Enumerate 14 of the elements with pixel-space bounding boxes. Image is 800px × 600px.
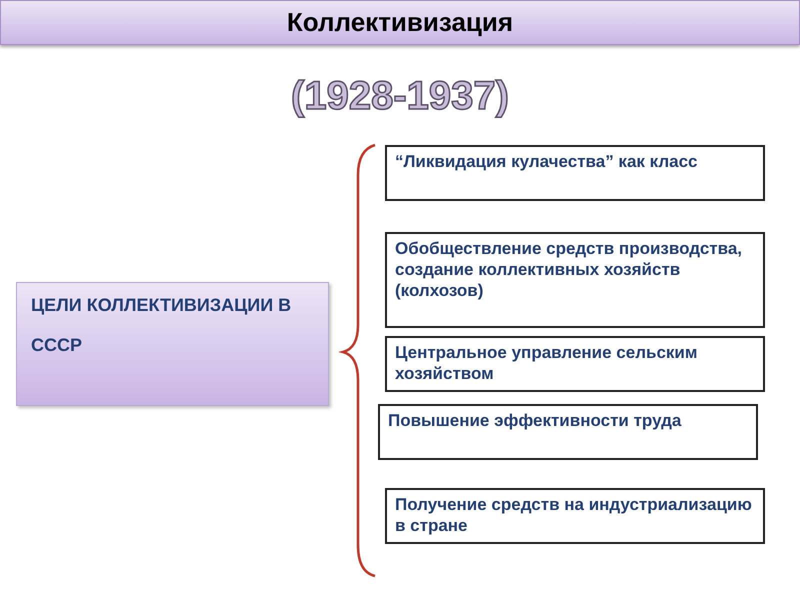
goal-heading-box	[16, 282, 329, 406]
goal-box	[385, 145, 765, 201]
goal-text: Получение средств на индустриализацию в стране	[395, 495, 752, 535]
title-banner: Коллективизация	[0, 0, 800, 45]
goal-box	[385, 336, 765, 392]
goal-text: Центральное управление сельским хозяйством	[395, 343, 698, 383]
date-range: (1928-1937)	[290, 74, 510, 119]
goal-text: Обобществление средств производства, создание коллективных хозяйств (колхозов)	[395, 239, 742, 300]
goal-box	[385, 232, 765, 328]
goal-text: “Ликвидация кулачества” как класс	[395, 152, 698, 171]
goal-box	[385, 488, 765, 544]
goal-box	[378, 404, 758, 460]
goal-text: ЦЕЛИ КОЛЛЕКТИВИЗАЦИИ В СССР	[31, 295, 292, 355]
goal-text: Повышение эффективности труда	[388, 411, 682, 430]
